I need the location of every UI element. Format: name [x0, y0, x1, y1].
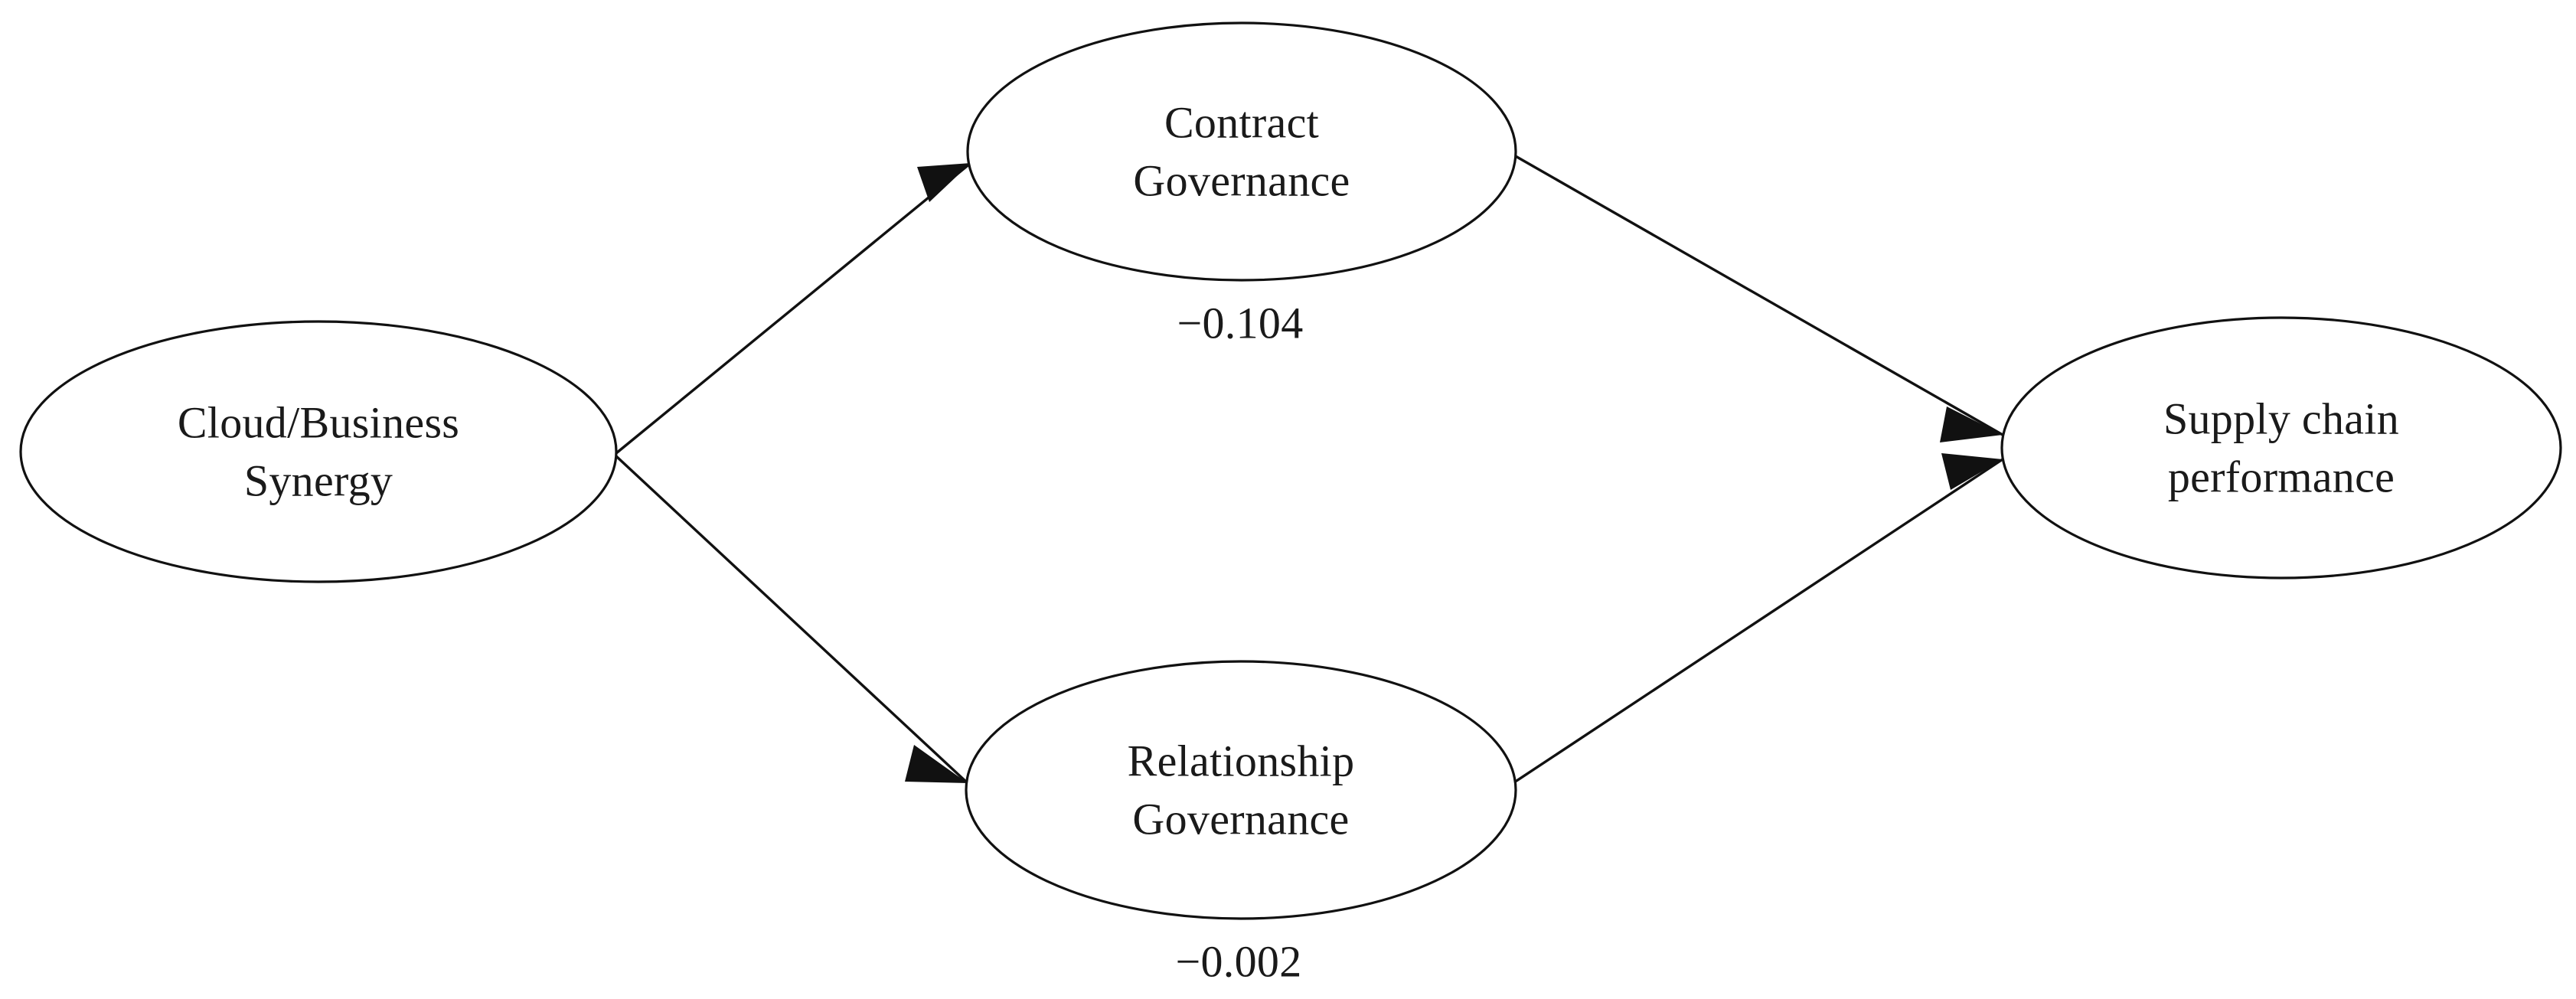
arrowhead-icon	[1940, 406, 2003, 442]
node-label-line1: Relationship	[1128, 736, 1355, 785]
arrowhead-icon	[1941, 453, 2003, 490]
arrowhead-icon	[905, 745, 968, 783]
node-contract-governance[interactable]: Contract Governance	[966, 21, 1517, 282]
node-supply-chain-performance[interactable]: Supply chain performance	[2000, 316, 2562, 579]
node-label-line2: Governance	[1132, 794, 1349, 844]
node-ellipse-shape	[2000, 316, 2562, 579]
edge-line	[615, 455, 969, 785]
node-label-line2: Synergy	[244, 455, 393, 505]
path-coefficient-contract: −0.104	[1177, 298, 1303, 348]
node-ellipse-shape	[966, 21, 1517, 282]
edge-synergy-to-contract[interactable]	[615, 162, 972, 455]
edge-synergy-to-relationship[interactable]	[615, 455, 969, 785]
node-label-line1: Contract	[1164, 97, 1319, 147]
node-label-line1: Supply chain	[2163, 393, 2399, 443]
edge-relationship-to-performance[interactable]	[1513, 453, 2003, 784]
edge-layer	[615, 154, 2003, 785]
node-label-line1: Cloud/Business	[178, 397, 459, 447]
edge-line	[1513, 154, 2003, 436]
edge-line	[615, 162, 972, 455]
path-coefficient-relationship: −0.002	[1175, 936, 1301, 986]
edge-contract-to-performance[interactable]	[1513, 154, 2003, 442]
node-label-line2: Governance	[1133, 155, 1350, 205]
arrowhead-icon	[917, 163, 971, 202]
node-cloud-business-synergy[interactable]: Cloud/Business Synergy	[19, 320, 618, 583]
edge-line	[1513, 458, 2003, 784]
node-ellipse-shape	[19, 320, 618, 583]
node-label-line2: performance	[2168, 452, 2395, 501]
node-relationship-governance[interactable]: Relationship Governance	[965, 660, 1517, 920]
edge-label-layer: −0.104 −0.002	[1175, 298, 1303, 986]
node-ellipse-shape	[965, 660, 1517, 920]
node-layer: Cloud/Business Synergy Contract Governan…	[19, 21, 2562, 920]
